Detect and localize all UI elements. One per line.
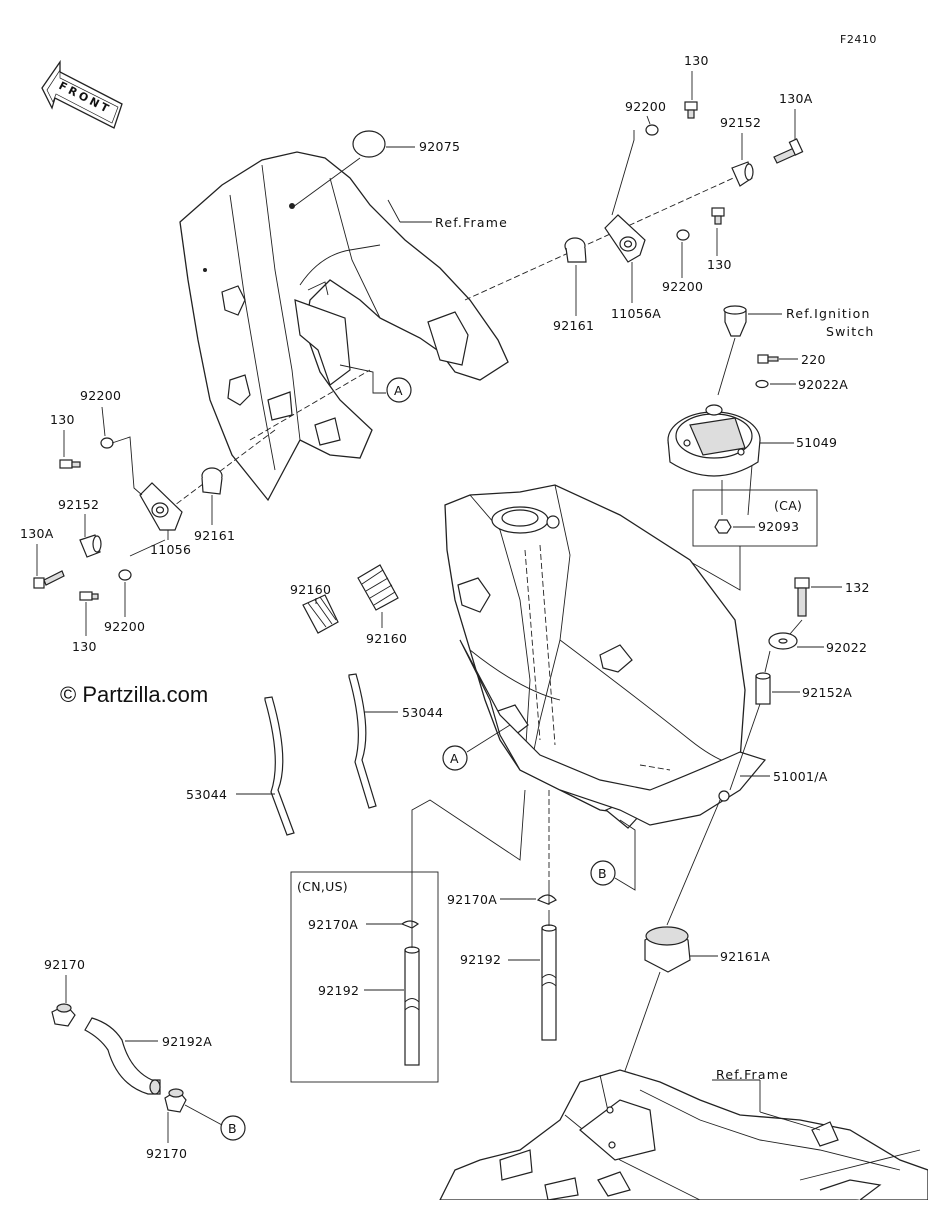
frame-upper-drawing — [179, 151, 509, 502]
part-11056A-bracket — [604, 214, 646, 263]
part-92152-collar-top — [731, 161, 754, 187]
part-92161-damper-left — [201, 467, 223, 495]
label-53044-r: 53044 — [402, 705, 443, 720]
label-92192: 92192 — [460, 952, 501, 967]
label-92152-left: 92152 — [58, 497, 99, 512]
callout-a-left-icon — [386, 377, 412, 403]
cn-us-note: (CN,US) — [297, 879, 348, 894]
cn-us-region-box — [290, 871, 439, 1083]
part-92170A-clamp — [536, 894, 557, 905]
label-51001A: 51001/A — [773, 769, 828, 784]
label-11056A: 11056A — [611, 306, 661, 321]
label-130-left: 130 — [50, 412, 75, 427]
label-92200-mid: 92200 — [662, 279, 703, 294]
part-53044-strip-left — [264, 696, 295, 836]
part-220-screw — [757, 354, 779, 364]
callout-b-tank-icon — [590, 860, 616, 886]
label-53044-l: 53044 — [186, 787, 227, 802]
label-92161-top: 92161 — [553, 318, 594, 333]
callout-b-tank: B — [598, 866, 607, 881]
label-92161-left: 92161 — [194, 528, 235, 543]
label-92161A: 92161A — [720, 949, 770, 964]
part-51049-fuel-cap — [667, 404, 761, 477]
part-92160-pad-a — [302, 594, 339, 634]
part-92152-collar-left — [79, 534, 102, 558]
part-130-bolt-mid — [711, 207, 725, 225]
ref-ignition-line2: Switch — [826, 324, 875, 339]
callout-a-left: A — [394, 383, 403, 398]
label-92075: 92075 — [419, 139, 460, 154]
label-92192-box: 92192 — [318, 983, 359, 998]
watermark: © Partzilla.com — [60, 682, 208, 707]
label-51049: 51049 — [796, 435, 837, 450]
label-92152A: 92152A — [802, 685, 852, 700]
part-130-bolt-left — [59, 459, 81, 469]
part-130-bolt-left2 — [79, 591, 99, 601]
label-92160-b: 92160 — [366, 631, 407, 646]
part-92022A-washer — [755, 379, 769, 389]
part-130A-bolt-top — [773, 138, 804, 164]
label-220: 220 — [801, 352, 826, 367]
callout-b-bottom-icon — [220, 1115, 246, 1141]
callout-a-tank-icon — [442, 745, 468, 771]
label-130-top: 130 — [684, 53, 709, 68]
part-92075-grommet — [352, 130, 386, 158]
ref-frame-bottom: Ref.Frame — [716, 1067, 789, 1082]
ca-note: (CA) — [774, 498, 802, 513]
part-92161A-damper — [644, 926, 691, 973]
figure-code: F2410 — [840, 33, 877, 46]
callout-a-tank: A — [450, 751, 459, 766]
label-92170-top: 92170 — [44, 957, 85, 972]
label-92170A: 92170A — [447, 892, 497, 907]
part-53044-strip-right — [348, 673, 377, 809]
part-130A-bolt-left — [33, 570, 65, 589]
part-92161-damper-top — [564, 237, 587, 263]
part-130-bolt-top — [684, 101, 698, 119]
part-92200-washer-top — [645, 124, 659, 136]
label-132: 132 — [845, 580, 870, 595]
part-92200-washer-mid — [676, 229, 690, 241]
ref-ignition-line1: Ref.Ignition — [786, 306, 871, 321]
part-92200-washer-left2 — [118, 569, 132, 581]
part-92170-clamp-top — [51, 1003, 76, 1027]
part-92192A-hose — [84, 1017, 161, 1095]
label-92022A: 92022A — [798, 377, 848, 392]
label-92093: 92093 — [758, 519, 799, 534]
label-92200-left: 92200 — [80, 388, 121, 403]
label-92170-bot: 92170 — [146, 1146, 187, 1161]
label-130A-left: 130A — [20, 526, 54, 541]
part-132-bolt — [794, 577, 810, 617]
label-130-mid: 130 — [707, 257, 732, 272]
label-130A-top: 130A — [779, 91, 813, 106]
part-92170-clamp-bot — [164, 1088, 187, 1113]
part-92160-pad-b — [357, 564, 399, 611]
label-92160-a: 92160 — [290, 582, 331, 597]
fuel-tank-drawing — [444, 484, 767, 829]
callout-b-bottom: B — [228, 1121, 237, 1136]
label-92170A-box: 92170A — [308, 917, 358, 932]
part-92093-nut — [714, 519, 732, 534]
label-92200-top: 92200 — [625, 99, 666, 114]
part-92200-washer-left — [100, 437, 114, 449]
frame-lower-drawing — [438, 1069, 928, 1201]
label-130-left2: 130 — [72, 639, 97, 654]
front-arrow-icon: FRONT — [41, 59, 123, 129]
part-92192-hose-box — [404, 946, 420, 1066]
part-92152A-collar — [755, 672, 771, 705]
label-92192A: 92192A — [162, 1034, 212, 1049]
part-92192-hose — [541, 924, 557, 1041]
part-92170A-clamp-box — [400, 920, 420, 929]
label-92152-top: 92152 — [720, 115, 761, 130]
label-92200-left2: 92200 — [104, 619, 145, 634]
ca-region-box — [692, 489, 818, 547]
label-11056: 11056 — [150, 542, 191, 557]
part-11056-bracket — [139, 482, 183, 531]
ignition-plug-icon — [723, 305, 747, 337]
ref-frame-top: Ref.Frame — [435, 215, 508, 230]
label-92022: 92022 — [826, 640, 867, 655]
